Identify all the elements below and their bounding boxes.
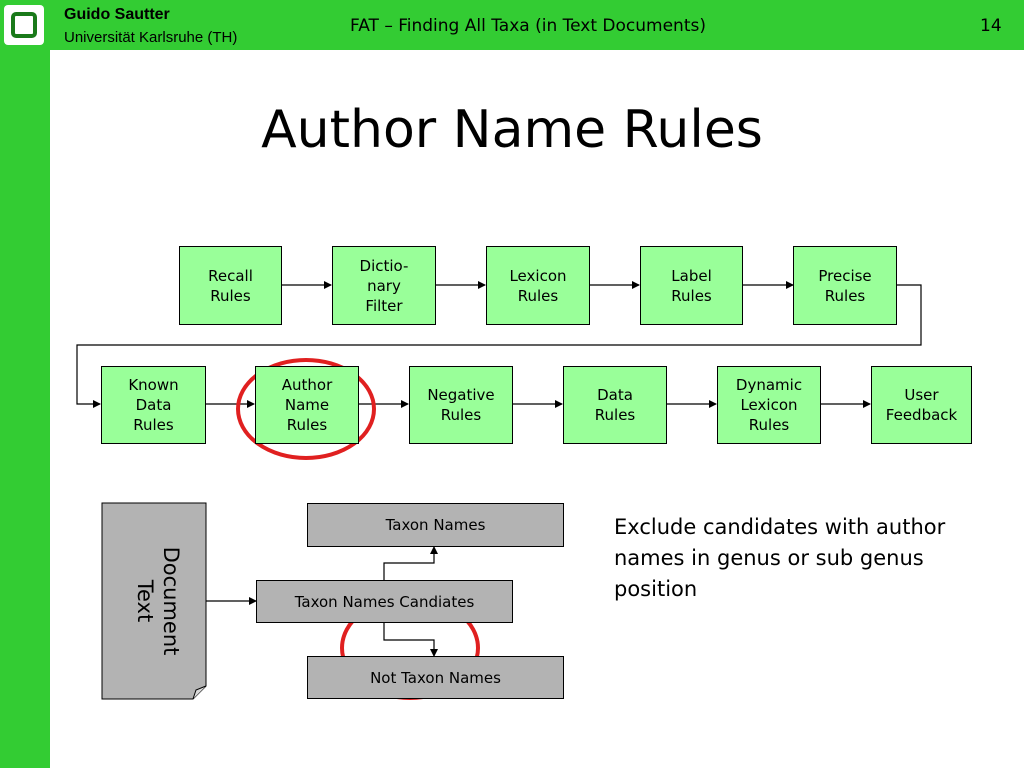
box-text-line: Data: [135, 396, 172, 414]
box-text-line: Data: [597, 386, 633, 404]
box-text-line: User: [904, 386, 939, 404]
box-text-line: Precise: [818, 266, 872, 285]
logo-ring-icon: [11, 12, 37, 38]
box-text-line: Lexicon: [509, 266, 567, 285]
taxon-candidates-box: Taxon Names Candiates: [256, 580, 513, 623]
arrow-to-taxon-names: [383, 546, 438, 580]
slide-title: Author Name Rules: [261, 100, 763, 160]
university-logo: [4, 5, 44, 45]
header-author: Guido Sautter: [64, 6, 170, 23]
arrow-to-not-taxon-names: [383, 623, 438, 657]
box-text-line: Recall: [208, 266, 253, 285]
box-text-line: Rules: [671, 286, 712, 305]
taxon-names-box: Taxon Names: [307, 503, 564, 547]
document-label-line: Text: [133, 579, 157, 623]
box-text-line: Negative: [427, 386, 495, 404]
explanation-text: Exclude candidates with author names in …: [614, 515, 946, 601]
box-text-line: Rules: [517, 286, 559, 305]
box-text-line: Author: [281, 376, 333, 394]
box-text-line: Lexicon: [740, 396, 798, 414]
box-text-line: Rules: [594, 406, 636, 424]
box-text-line: Rules: [440, 406, 482, 424]
not-taxon-names-box: Not Taxon Names: [307, 656, 564, 699]
slide-number: 14: [980, 16, 1002, 36]
box-text-line: Known: [128, 376, 179, 394]
box-text-line: Dynamic: [735, 376, 803, 394]
box-text-line: Rules: [748, 416, 790, 434]
box-text-line: Dictio-: [359, 256, 409, 275]
document-fold: [192, 685, 207, 700]
box-text-line: Label: [671, 266, 712, 285]
box-text-line: Filter: [365, 296, 403, 315]
box-text-line: Name: [284, 396, 330, 414]
box-text-line: Rules: [133, 416, 174, 434]
box-text-line: Rules: [286, 416, 328, 434]
header-bar: [0, 0, 1024, 50]
box-text-line: Rules: [210, 286, 251, 305]
document-label-line: Document: [159, 546, 183, 656]
box-text-line: Rules: [824, 286, 866, 305]
box-text-line: nary: [367, 276, 401, 295]
header-talk-title: FAT – Finding All Taxa (in Text Document…: [350, 16, 706, 36]
arrow-wrap: [76, 284, 922, 408]
box-text-line: Feedback: [885, 406, 958, 424]
left-accent-bar: [0, 0, 50, 768]
highlight-circle-author-rules: [236, 358, 376, 460]
header-affiliation: Universität Karlsruhe (TH): [64, 29, 238, 46]
